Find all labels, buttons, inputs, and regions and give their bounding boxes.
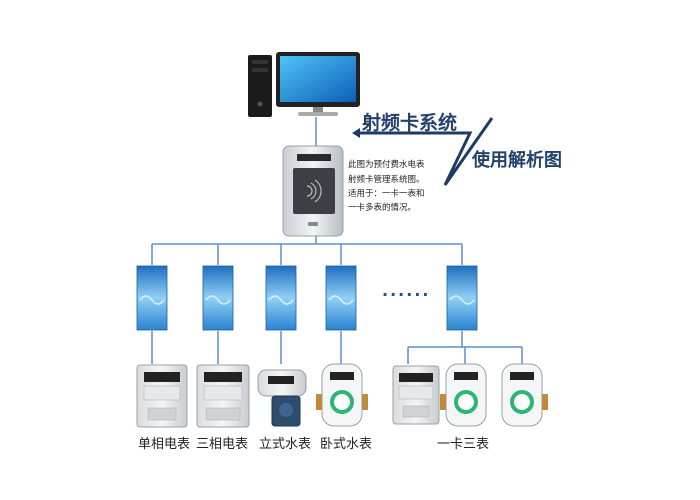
reader-display-text bbox=[300, 157, 301, 161]
horizontal-water-meter-icon bbox=[316, 364, 368, 426]
electric-meter-icon bbox=[393, 366, 439, 424]
card-reader-icon bbox=[283, 146, 343, 236]
rf-card-icon bbox=[326, 266, 356, 330]
rf-card-icon bbox=[137, 266, 167, 330]
description-line: 适用于：一卡一表和 bbox=[348, 188, 425, 199]
title-text: 射频卡系统 bbox=[361, 111, 457, 134]
meter-label: 卧式水表 bbox=[320, 437, 372, 452]
rf-card-icon bbox=[266, 266, 296, 330]
single-phase-meter-icon bbox=[137, 365, 187, 427]
description-block: 此图为预付费水电表 射频卡管理系统图。 适用于：一卡一表和 一卡多表的情况。 bbox=[348, 159, 425, 213]
computer-icon bbox=[248, 52, 360, 117]
subtitle-text: 使用解析图 bbox=[471, 149, 562, 171]
description-line: 此图为预付费水电表 bbox=[348, 159, 425, 170]
rf-card-icon bbox=[447, 266, 477, 330]
water-meter-icon bbox=[440, 364, 486, 426]
vertical-water-meter-icon bbox=[258, 370, 306, 426]
meter-label: 三相电表 bbox=[196, 437, 248, 452]
meter-label: 单相电表 bbox=[138, 437, 190, 452]
ellipsis-text: ······ bbox=[382, 285, 430, 304]
description-line: 射频卡管理系统图。 bbox=[348, 174, 425, 185]
three-phase-meter-icon bbox=[197, 365, 249, 427]
water-meter-icon bbox=[502, 364, 548, 426]
meter-label: 一卡三表 bbox=[437, 437, 489, 452]
meter-label: 立式水表 bbox=[259, 437, 311, 452]
description-line: 一卡多表的情况。 bbox=[348, 202, 416, 213]
rf-card-icon bbox=[203, 266, 233, 330]
